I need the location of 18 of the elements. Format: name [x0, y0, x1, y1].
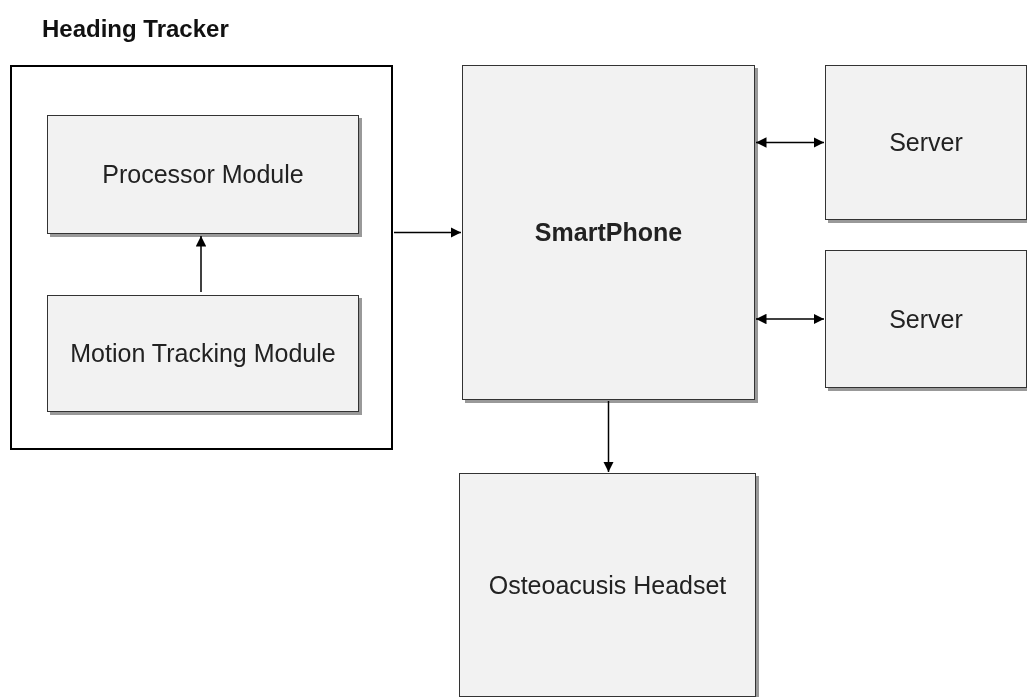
box-label: Server — [888, 127, 964, 158]
box-label: Processor Module — [101, 159, 305, 190]
group-title: Heading Tracker — [42, 15, 229, 43]
process-box — [47, 295, 359, 412]
box-label: Motion Tracking Module — [69, 338, 337, 369]
box-label: SmartPhone — [533, 217, 684, 248]
arrow — [755, 313, 825, 325]
box-label: Server — [888, 303, 964, 335]
process-box — [825, 65, 1027, 220]
arrow — [603, 400, 614, 473]
box-label: Osteoacusis Headset — [487, 569, 728, 601]
process-box — [462, 65, 755, 400]
process-box — [825, 250, 1027, 388]
arrow — [755, 137, 825, 148]
process-box — [459, 473, 756, 697]
arrow — [393, 227, 462, 238]
arrow — [195, 235, 207, 293]
process-box — [47, 115, 359, 234]
